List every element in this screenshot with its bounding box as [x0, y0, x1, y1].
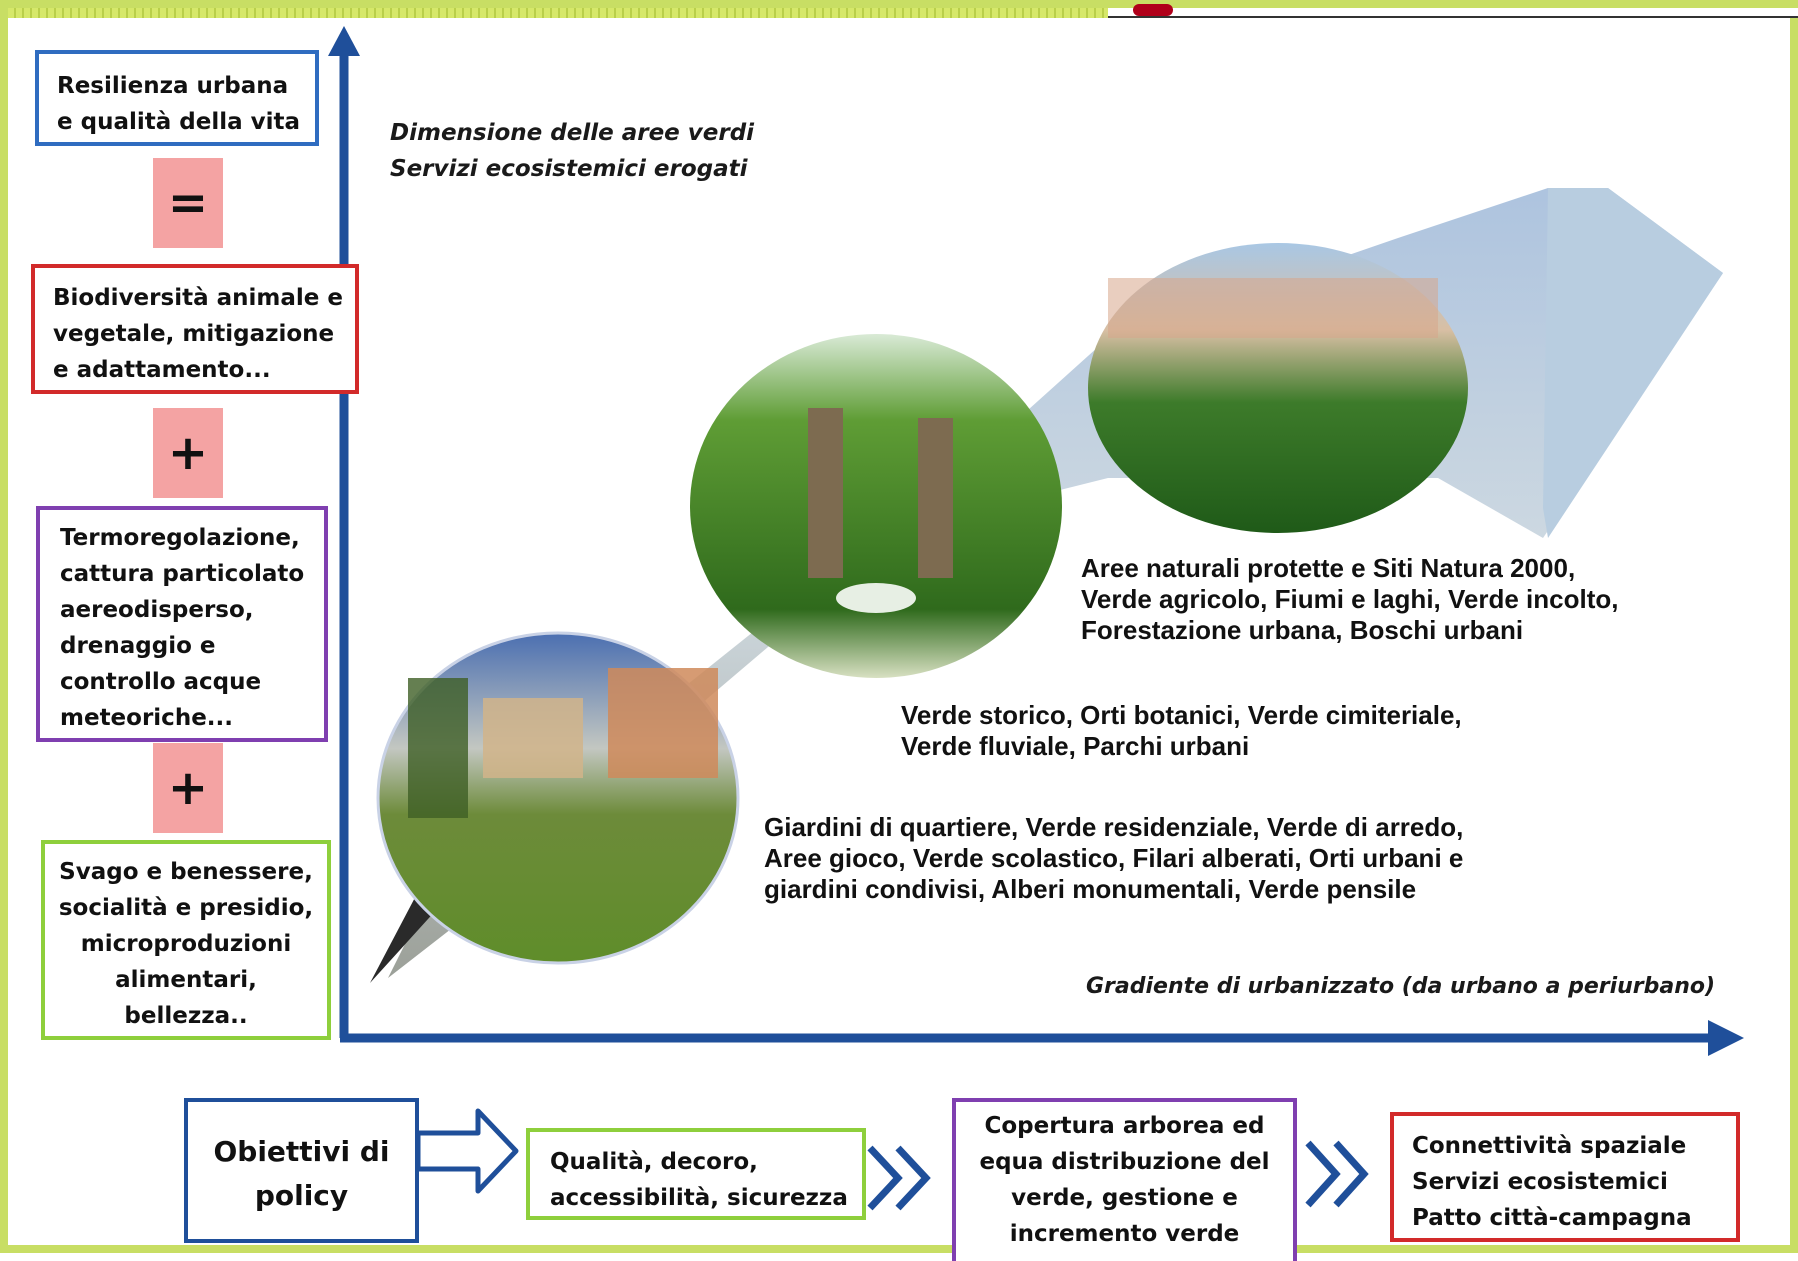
cropped-title-fragment	[1133, 4, 1173, 16]
box-line: e qualità della vita	[57, 109, 301, 135]
photo-garden-circle	[690, 334, 1062, 678]
y-axis-title-1: Dimensione delle aree verdi	[390, 120, 755, 146]
category-line: Forestazione urbana, Boschi urbani	[1081, 615, 1524, 645]
category-line: Verde agricolo, Fiumi e laghi, Verde inc…	[1081, 584, 1619, 614]
city-skyline	[1108, 278, 1438, 338]
chevron-1b	[895, 1145, 931, 1211]
category-line: Verde fluviale, Parchi urbani	[901, 731, 1250, 761]
category-natural-areas: Aree naturali protette e Siti Natura 200…	[1081, 553, 1618, 646]
y-axis-arrowhead	[328, 26, 360, 56]
chevron-2b	[1333, 1140, 1369, 1208]
box-line: controllo acque	[60, 669, 262, 695]
equals-operator: =	[153, 158, 223, 248]
park-trees	[408, 678, 468, 818]
box-line: meteoriche...	[60, 705, 234, 731]
chevron-1a	[867, 1145, 903, 1211]
benefit-box-leisure: Svago e benessere, socialità e presidio,…	[41, 840, 331, 1040]
policy-line: Copertura arborea ed	[984, 1113, 1265, 1139]
policy-line: Connettività spaziale	[1412, 1133, 1687, 1159]
category-line: giardini condivisi, Alberi monumentali, …	[764, 874, 1417, 904]
policy-canopy-box: Copertura arborea ed equa distribuzione …	[952, 1098, 1297, 1261]
benefit-box-biodiversity: Biodiversità animale e vegetale, mitigaz…	[31, 264, 359, 394]
category-line: Giardini di quartiere, Verde residenzial…	[764, 812, 1464, 842]
park-building-right	[608, 668, 718, 778]
box-line: Resilienza urbana	[57, 73, 289, 99]
policy-line: accessibilità, sicurezza	[550, 1185, 848, 1211]
garden-gate-left	[808, 408, 843, 578]
policy-line: incremento verde	[1009, 1221, 1240, 1247]
left-tail	[370, 888, 438, 983]
box-line: microproduzioni	[80, 931, 292, 957]
plus-operator-1: +	[153, 408, 223, 498]
benefit-box-thermoregulation: Termoregolazione, cattura particolato ae…	[36, 506, 328, 742]
top-rule	[1108, 8, 1798, 18]
chevron-2a	[1305, 1140, 1341, 1208]
policy-objectives-box: Obiettivi di policy	[184, 1098, 419, 1243]
policy-line: verde, gestione e	[1011, 1185, 1238, 1211]
garden-gate-right	[918, 418, 953, 578]
plus-operator-2: +	[153, 743, 223, 833]
policy-connectivity-box: Connettività spaziale Servizi ecosistemi…	[1390, 1112, 1740, 1242]
park-building-left	[483, 698, 583, 778]
policy-line: policy	[254, 1179, 349, 1212]
policy-line: Patto città-campagna	[1412, 1205, 1692, 1231]
box-line: Termoregolazione,	[60, 525, 300, 551]
box-line: bellezza..	[124, 1003, 248, 1029]
top-decorative-strip	[8, 8, 1108, 18]
box-line: Svago e benessere,	[59, 859, 313, 885]
box-line: vegetale, mitigazione	[53, 321, 335, 347]
category-line: Aree naturali protette e Siti Natura 200…	[1081, 553, 1576, 583]
x-axis-arrowhead	[1708, 1020, 1744, 1056]
category-neighbourhood-gardens: Giardini di quartiere, Verde residenzial…	[764, 812, 1463, 905]
policy-line: Obiettivi di	[213, 1135, 390, 1168]
box-line: e adattamento...	[53, 357, 271, 383]
box-line: socialità e presidio,	[58, 895, 314, 921]
box-line: alimentari,	[115, 967, 257, 993]
category-historic-green: Verde storico, Orti botanici, Verde cimi…	[901, 700, 1462, 762]
category-line: Aree gioco, Verde scolastico, Filari alb…	[764, 843, 1464, 873]
policy-line: Qualità, decoro,	[550, 1149, 758, 1175]
policy-arrow	[415, 1108, 519, 1194]
category-line: Verde storico, Orti botanici, Verde cimi…	[901, 700, 1462, 730]
box-line: Biodiversità animale e	[53, 285, 343, 311]
policy-line: equa distribuzione del	[979, 1149, 1270, 1175]
diagram-graphics	[328, 26, 1744, 1211]
box-line: cattura particolato	[60, 561, 305, 587]
garden-fountain	[836, 583, 916, 613]
arrow-tip	[1543, 188, 1723, 538]
y-axis-title-2: Servizi ecosistemici erogati	[390, 156, 748, 182]
box-line: drenaggio e	[60, 633, 216, 659]
policy-quality-box: Qualità, decoro, accessibilità, sicurezz…	[526, 1128, 866, 1220]
box-line: aereodisperso,	[60, 597, 254, 623]
policy-line: Servizi ecosistemici	[1412, 1169, 1668, 1195]
x-axis-title: Gradiente di urbanizzato (da urbano a pe…	[1086, 974, 1716, 999]
benefit-box-resilience: Resilienza urbana e qualità della vita	[35, 50, 319, 146]
